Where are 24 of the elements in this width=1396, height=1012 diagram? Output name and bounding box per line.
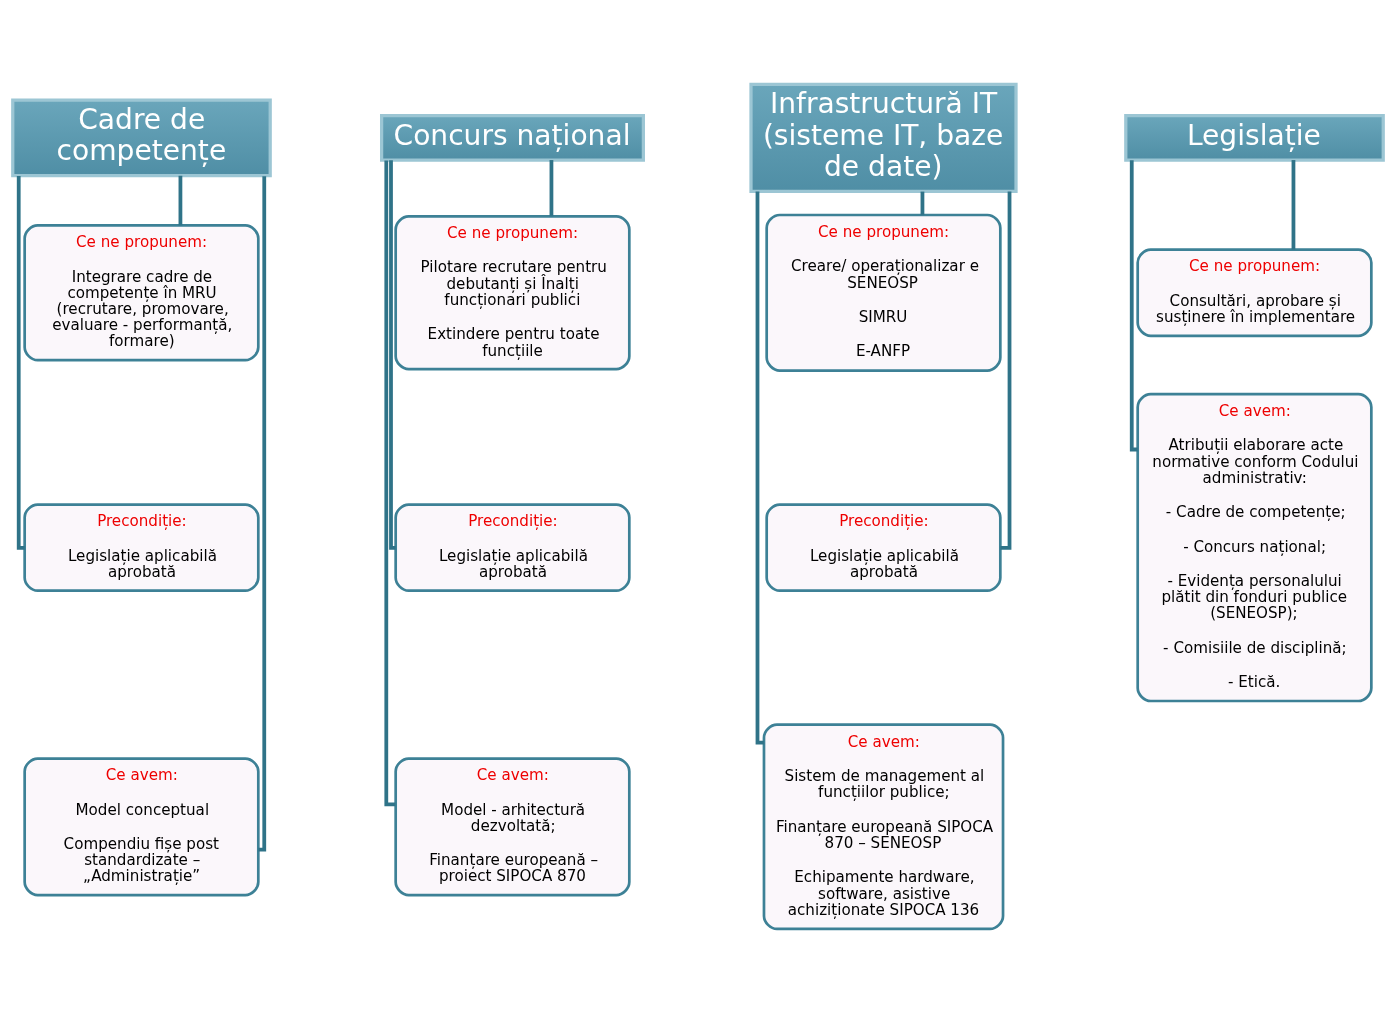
node-box: Infrastructură IT (sisteme IT, baze de date) — [749, 82, 1018, 193]
connector — [178, 175, 183, 225]
node-box: Ce ne propunem: Integrare cadre de competențe în MRU (recrutare, promovare, evaluare - performanță, formare) — [23, 223, 260, 361]
connector — [389, 159, 396, 550]
connector — [549, 159, 554, 216]
node-box: Ce avem: Model conceptual Compendiu fișe post standardizate – „Administrație” — [23, 756, 260, 896]
node-box: Legislație — [1124, 113, 1385, 162]
node-box: Ce ne propunem: Pilotare recrutare pentru debutanți și Înalți funcționari publici Extindere pentru toate funcțiile — [394, 214, 631, 370]
connector — [1291, 159, 1296, 249]
node-box: Ce avem: Atribuții elaborare acte normative conform Codului administrativ: - Cadre de competențe; - Concurs național; - Evidența personalului plătit din fonduri publice (SENEOSP); - Comisiile de disciplină; - Etică. — [1136, 392, 1373, 702]
connector — [755, 191, 764, 745]
connector — [1000, 191, 1012, 550]
node-box: Ce ne propunem: Consultări, aprobare și susținere în implementare — [1136, 247, 1373, 337]
node-box: Precondiție: Legislație aplicabilă aprobată — [394, 502, 631, 592]
node-box: Cadre de competențe — [11, 97, 272, 177]
connector — [920, 191, 925, 215]
node-box: Ce avem: Model - arhitectură dezvoltată; Finanțare europeană – proiect SIPOCA 870 — [394, 756, 631, 896]
connector — [1129, 159, 1138, 451]
node-box: Precondiție: Legislație aplicabilă aprobată — [23, 502, 260, 592]
connector — [384, 159, 396, 806]
node-box: Ce ne propunem: Creare/ operaționalizar e SENEOSP SIMRU E-ANFP — [765, 213, 1002, 372]
node-box: Ce avem: Sistem de management al funcțiilor publice; Finanțare europeană SIPOCA 870 – SENEOSP Echipamente hardware, software, asistive achiziționate SIPOCA 136 — [762, 722, 1005, 930]
node-box: Concurs național — [380, 113, 645, 162]
node-box: Precondiție: Legislație aplicabilă aprobată — [765, 502, 1002, 592]
